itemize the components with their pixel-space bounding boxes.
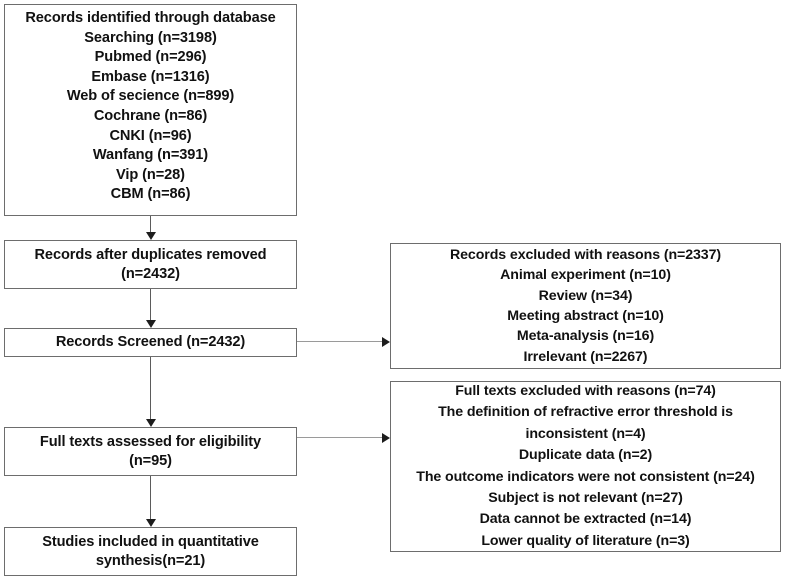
full-texts-excluded-line-6: Subject is not relevant (n=27) (488, 489, 683, 506)
full-texts-excluded-line-3: inconsistent (n=4) (525, 425, 646, 442)
arrowhead-identified-to-duplicates (145, 232, 156, 240)
records-identified-line-1: Records identified through database (25, 10, 276, 26)
connector-fulltexts-to-included (150, 476, 152, 519)
records-after-duplicates-line-2: (n=2432) (121, 265, 180, 282)
arrowhead-screened-to-fulltexts (145, 419, 156, 427)
records-identified-line-7: CNKI (n=96) (109, 127, 192, 144)
arrowhead-screened-to-records-excluded (382, 336, 390, 347)
records-identified-line-10: CBM (n=86) (110, 186, 191, 203)
records-after-duplicates-line-1: Records after duplicates removed (34, 246, 267, 263)
full-texts-excluded-line-7: Data cannot be extracted (n=14) (479, 511, 692, 528)
records-excluded-line-6: Irrelevant (n=2267) (523, 348, 648, 365)
records-excluded-line-5: Meta-analysis (n=16) (516, 328, 655, 345)
full-texts-assessed-line-2: (n=95) (129, 452, 172, 469)
full-texts-excluded-line-5: The outcome indicators were not consiste… (416, 468, 755, 485)
full-texts-excluded-box: Full texts excluded with reasons (n=74) … (390, 381, 781, 552)
studies-included-box: Studies included in quantitative synthes… (4, 527, 297, 576)
full-texts-assessed-box: Full texts assessed for eligibility (n=9… (4, 427, 297, 476)
connector-fulltexts-to-fulltexts-excluded (297, 437, 382, 439)
full-texts-excluded-line-4: Duplicate data (n=2) (518, 447, 653, 464)
full-texts-excluded-line-8: Lower quality of literature (n=3) (481, 532, 690, 549)
connector-screened-to-fulltexts (150, 357, 152, 419)
arrowhead-fulltexts-to-fulltexts-excluded (382, 432, 390, 443)
records-identified-line-8: Wanfang (n=391) (92, 147, 209, 164)
connector-screened-to-records-excluded (297, 341, 382, 343)
records-after-duplicates-box: Records after duplicates removed (n=2432… (4, 240, 297, 289)
full-texts-assessed-line-1: Full texts assessed for eligibility (39, 433, 262, 450)
records-excluded-line-4: Meeting abstract (n=10) (507, 308, 664, 324)
arrowhead-duplicates-to-screened (145, 320, 156, 328)
connector-duplicates-to-screened (150, 289, 152, 320)
full-texts-excluded-line-2: The definition of refractive error thres… (438, 404, 733, 421)
records-identified-line-6: Cochrane (n=86) (93, 107, 208, 124)
records-identified-line-4: Embase (n=1316) (91, 68, 210, 85)
studies-included-line-2: synthesis(n=21) (95, 552, 206, 569)
records-screened-box: Records Screened (n=2432) (4, 328, 297, 357)
studies-included-line-1: Studies included in quantitative (42, 533, 259, 550)
records-screened-line-1: Records Screened (n=2432) (55, 334, 246, 350)
records-identified-line-2: Searching (n=3198) (84, 29, 217, 46)
records-identified-line-5: Web of secience (n=899) (66, 88, 235, 105)
records-identified-line-3: Pubmed (n=296) (94, 49, 207, 66)
records-identified-line-9: Vip (n=28) (116, 166, 185, 183)
records-excluded-line-2: Animal experiment (n=10) (500, 267, 671, 284)
records-excluded-line-1: Records excluded with reasons (n=2337) (450, 246, 721, 263)
records-excluded-line-3: Review (n=34) (538, 287, 633, 304)
connector-identified-to-duplicates (150, 216, 152, 235)
arrowhead-fulltexts-to-included (145, 519, 156, 527)
records-excluded-box: Records excluded with reasons (n=2337) A… (390, 243, 781, 369)
full-texts-excluded-line-1: Full texts excluded with reasons (n=74) (455, 382, 716, 399)
records-identified-box: Records identified through database Sear… (4, 4, 297, 216)
